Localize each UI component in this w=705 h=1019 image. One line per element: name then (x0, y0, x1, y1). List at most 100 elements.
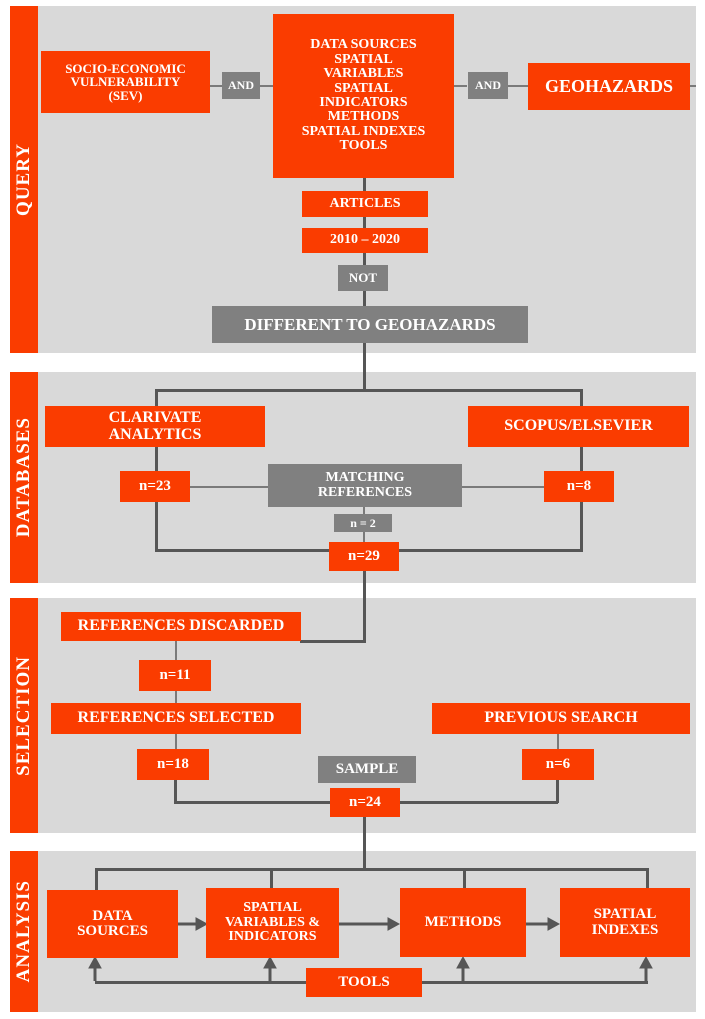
section-label-databases: DATABASES (10, 372, 38, 583)
analysis-tools-text: TOOLS (338, 973, 390, 990)
connector-geohazards-stub (690, 85, 696, 87)
sev-line-2: VULNERABILITY (70, 74, 181, 90)
connector-selected-n18 (175, 733, 177, 751)
count-clarivate-text: n=23 (139, 477, 171, 494)
count-sample: n=24 (330, 788, 400, 817)
node-previous-search-text: PREVIOUS SEARCH (484, 709, 638, 727)
node-previous-search[interactable]: PREVIOUS SEARCH (432, 703, 690, 734)
query-term-7: SPATIAL INDEXES (301, 123, 426, 139)
node-exclusion-criteria[interactable]: DIFFERENT TO GEOHAZARDS (212, 306, 528, 343)
node-geohazards-text: GEOHAZARDS (544, 76, 674, 97)
node-socio-economic-vulnerability[interactable]: SOCIO-ECONOMIC VULNERABILITY (SEV) (41, 51, 210, 113)
count-total-databases: n=29 (329, 542, 399, 571)
sev-line-3: (SEV) (108, 87, 143, 103)
connector-n29-down (363, 571, 366, 616)
connector-years-not (363, 252, 366, 266)
connector-n18-to-sample (174, 801, 330, 804)
connector-discarded-n11 (175, 640, 177, 665)
node-analysis-spatial-variables[interactable]: SPATIAL VARIABLES & INDICATORS (206, 888, 339, 958)
query-term-3: VARIABLES (323, 66, 404, 82)
node-scopus-elsevier[interactable]: SCOPUS/ELSEVIER (468, 406, 689, 447)
section-label-selection-text: SELECTION (13, 655, 34, 776)
connector-n11-selected (175, 690, 177, 704)
node-exclusion-criteria-text: DIFFERENT TO GEOHAZARDS (244, 314, 496, 334)
node-articles-text: ARTICLES (329, 195, 401, 211)
operator-and-1-text: AND (228, 78, 254, 93)
connector-selection-in (363, 616, 366, 642)
sev-line-1: SOCIO-ECONOMIC (65, 60, 186, 76)
count-selected-text: n=18 (157, 755, 189, 772)
analysis-step-1-line-2: SOURCES (77, 923, 148, 939)
count-total-databases-text: n=29 (348, 547, 380, 564)
node-geohazards[interactable]: GEOHAZARDS (528, 63, 690, 110)
analysis-step-3-line-1: METHODS (424, 913, 502, 930)
analysis-step-2-line-3: INDICATORS (228, 929, 317, 945)
connector-articles-years (363, 216, 366, 228)
connector-sev-and (210, 85, 222, 87)
connector-n6-to-sample (399, 801, 558, 804)
connector-matching-n8 (462, 486, 544, 488)
count-sample-text: n=24 (349, 793, 381, 810)
connector-not-exclusion (363, 290, 366, 306)
query-term-6: METHODS (327, 109, 400, 125)
node-year-range[interactable]: 2010 – 2020 (302, 228, 428, 253)
node-references-selected-text: REFERENCES SELECTED (77, 709, 275, 727)
connector-exclusion-down (363, 343, 366, 390)
connector-n6-down (556, 778, 559, 803)
analysis-step-2-line-2: VARIABLES & (224, 914, 321, 930)
section-label-query-text: QUERY (13, 143, 34, 216)
query-term-4: SPATIAL (334, 80, 393, 96)
connector-clarivate-n23 (155, 447, 158, 471)
clarivate-line-1: CLARIVATE (108, 409, 202, 427)
count-matching-text: n = 2 (350, 515, 376, 530)
node-articles[interactable]: ARTICLES (302, 191, 428, 217)
section-label-selection: SELECTION (10, 598, 38, 833)
operator-not: NOT (338, 265, 388, 291)
node-analysis-tools[interactable]: TOOLS (306, 968, 422, 997)
node-analysis-methods[interactable]: METHODS (400, 888, 526, 957)
count-discarded-text: n=11 (159, 666, 191, 683)
count-matching: n = 2 (334, 514, 392, 532)
count-previous-search: n=6 (522, 749, 594, 780)
node-sample-label: SAMPLE (318, 756, 416, 783)
node-references-discarded[interactable]: REFERENCES DISCARDED (61, 612, 301, 641)
connector-scopus-n8 (580, 447, 583, 471)
connector-n18-down (174, 778, 177, 803)
connector-analysis-top-bus (95, 868, 649, 871)
count-previous-search-text: n=6 (545, 755, 571, 772)
node-analysis-data-sources[interactable]: DATA SOURCES (47, 890, 178, 958)
clarivate-line-2: ANALYTICS (108, 425, 202, 443)
section-label-databases-text: DATABASES (13, 417, 34, 538)
count-selected: n=18 (137, 749, 209, 780)
node-analysis-spatial-indexes[interactable]: SPATIAL INDEXES (560, 888, 690, 957)
connector-tools-bus-left (95, 981, 307, 984)
matching-line-2: REFERENCES (317, 484, 413, 500)
count-scopus-text: n=8 (566, 477, 592, 494)
count-discarded: n=11 (139, 660, 211, 691)
operator-and-1: AND (222, 72, 260, 99)
operator-and-2-text: AND (475, 78, 501, 93)
node-references-selected[interactable]: REFERENCES SELECTED (51, 703, 301, 734)
query-term-2: SPATIAL (334, 51, 393, 67)
connector-tools-bus-right (420, 981, 648, 984)
connector-analysis-drop-2 (270, 868, 273, 890)
count-clarivate: n=23 (120, 471, 190, 502)
analysis-step-2-line-1: SPATIAL (243, 900, 302, 916)
node-references-discarded-text: REFERENCES DISCARDED (77, 617, 285, 635)
connector-previous-n6 (557, 733, 559, 751)
section-label-analysis-text: ANALYSIS (13, 880, 34, 983)
connector-selection-elbow (300, 640, 366, 643)
operator-not-text: NOT (348, 270, 378, 286)
node-matching-references[interactable]: MATCHING REFERENCES (268, 464, 462, 507)
connector-analysis-drop-3 (463, 868, 466, 890)
connector-analysis-drop-4 (646, 868, 649, 890)
connector-db-top-bus (155, 389, 583, 392)
matching-line-1: MATCHING (325, 470, 405, 486)
node-clarivate-analytics[interactable]: CLARIVATE ANALYTICS (45, 406, 265, 447)
operator-and-2: AND (468, 72, 508, 99)
connector-n2-n29 (363, 531, 365, 543)
connector-n24-down (363, 816, 366, 868)
connector-and2-geohazards (508, 85, 529, 87)
node-query-terms[interactable]: DATA SOURCES SPATIAL VARIABLES SPATIAL I… (273, 14, 454, 178)
